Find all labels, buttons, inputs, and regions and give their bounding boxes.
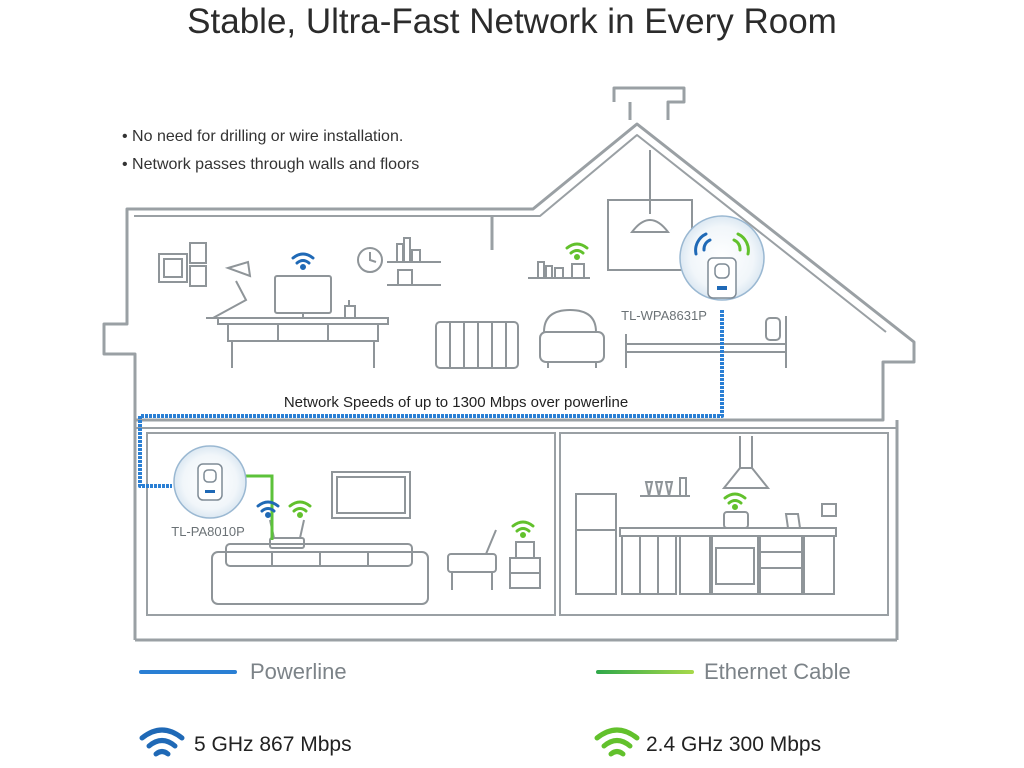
ethernet-legend-line xyxy=(596,670,694,674)
ethernet-cable xyxy=(234,474,274,540)
wifi-24ghz-icon xyxy=(732,232,750,256)
powerline-device-upstairs xyxy=(679,215,765,301)
upstairs-furniture xyxy=(158,150,787,369)
page-title: Stable, Ultra-Fast Network in Every Room xyxy=(187,2,837,41)
feature-bullet-2: Network passes through walls and floors xyxy=(122,151,419,179)
living-room xyxy=(146,432,556,616)
wifi-24ghz-icon xyxy=(288,500,312,518)
device-label-upstairs: TL-WPA8631P xyxy=(621,308,707,323)
wifi-24ghz-speed: 2.4 GHz 300 Mbps xyxy=(646,733,822,756)
wifi-5ghz-icon xyxy=(256,500,280,518)
powerline-cable xyxy=(138,310,724,488)
ethernet-legend-label: Ethernet Cable xyxy=(704,659,851,684)
wifi-24ghz-icon xyxy=(723,492,747,510)
downstairs-furniture xyxy=(211,436,837,605)
wifi-24ghz-icon xyxy=(511,520,535,538)
feature-bullet-1: No need for drilling or wire installatio… xyxy=(122,123,419,151)
device-label-downstairs: TL-PA8010P xyxy=(171,524,244,539)
wifi-24ghz-icon xyxy=(565,242,589,260)
house-outline xyxy=(102,86,916,642)
feature-list: No need for drilling or wire installatio… xyxy=(122,123,419,179)
speed-caption: Network Speeds of up to 1300 Mbps over p… xyxy=(284,394,628,411)
wifi-5ghz-speed: 5 GHz 867 Mbps xyxy=(194,733,352,756)
powerline-legend-line xyxy=(139,670,237,674)
kitchen xyxy=(559,432,889,616)
powerline-legend-label: Powerline xyxy=(250,659,347,684)
wifi-24ghz-icon xyxy=(594,727,640,757)
wifi-5ghz-icon xyxy=(291,252,315,270)
wifi-5ghz-icon xyxy=(139,727,185,757)
wifi-5ghz-icon xyxy=(694,232,712,256)
powerline-device-downstairs xyxy=(173,445,247,519)
